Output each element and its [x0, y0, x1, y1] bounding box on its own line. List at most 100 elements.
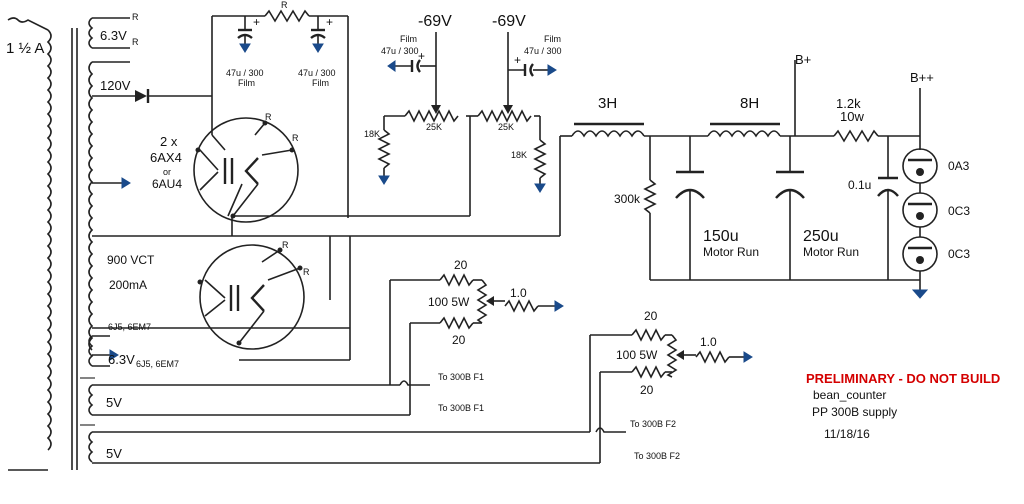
tube-envelope [199, 244, 305, 350]
ground-arrow-icon [378, 175, 390, 185]
resistor-r [264, 9, 310, 23]
warning-note: PRELIMINARY - DO NOT BUILD [806, 371, 1000, 386]
pot-100 [666, 334, 678, 378]
mains-lead [7, 17, 49, 31]
v5-b-label: 5V [106, 446, 122, 461]
bplusplus-label: B++ [910, 70, 934, 85]
f2a-label: To 300B F2 [630, 419, 676, 429]
r20-bottom [439, 316, 474, 330]
vr3-label: 0C3 [948, 247, 970, 261]
svg-text:+: + [418, 49, 425, 63]
pin-r-label: R [265, 112, 272, 122]
title-note: PP 300B supply [812, 405, 897, 419]
f1a-label: To 300B F1 [438, 372, 484, 382]
v5-a-label: 5V [106, 395, 122, 410]
choke2-label: 8H [740, 95, 759, 112]
pot-100 [476, 279, 488, 324]
cap-plate-curved [416, 59, 421, 73]
pot-wiper-icon [676, 350, 684, 360]
cap2-type: Film [312, 78, 329, 88]
vr-tube-0c3-2 [902, 236, 938, 272]
hum-balance-2: 20 20 100 5W 1.0 [589, 309, 753, 463]
heater-note-1: 6J5, 6EM7 [108, 322, 151, 332]
heater [204, 279, 226, 317]
secondary-winding-6v3 [88, 17, 94, 49]
choke-8h [707, 130, 781, 138]
resistor-18k-2 [533, 139, 547, 179]
bias-v1: -69V [418, 13, 452, 30]
pot1 [404, 109, 459, 123]
bias-cap1: 47u / 300 [381, 46, 419, 56]
hum2-rbot: 20 [640, 383, 654, 397]
r2-label: 18K [511, 150, 527, 160]
plate [244, 157, 259, 185]
ground-arrow-icon [387, 60, 396, 72]
heater [199, 149, 219, 191]
pin-r-label: R [282, 240, 289, 250]
hv-current-label: 200mA [109, 278, 147, 292]
hv-label: 900 VCT [107, 253, 155, 267]
choke-filter: 3H 8H B+ 1.2k 10w B++ 300k 150u Motor Ru… [559, 52, 970, 299]
pins [227, 122, 293, 217]
bias-supplies: -69V -69V Film 47u / 300 Film 47u / 300 … [364, 13, 562, 216]
secondary-winding-hv [88, 61, 94, 351]
r20-top [631, 328, 666, 342]
vr2-label: 0C3 [948, 204, 970, 218]
svg-text:+: + [326, 15, 333, 29]
c3-label: 0.1u [848, 178, 871, 192]
v63-bottom-label: 6.3V [108, 352, 135, 367]
plate [250, 284, 265, 312]
heater-r-label: R [132, 37, 139, 47]
c1-label: 150u [703, 228, 739, 245]
secondary-winding-5v-b [88, 431, 94, 463]
rectifier-qty: 2 x [160, 134, 178, 149]
rdrop-w-label: 10w [840, 109, 864, 124]
date-note: 11/18/16 [824, 427, 870, 441]
bias-v2: -69V [492, 13, 526, 30]
power-transformer: 1 ½ A [6, 17, 95, 471]
bias-film2: Film [544, 34, 561, 44]
pot2 [477, 109, 532, 123]
bleeder-label: 300k [614, 192, 641, 206]
resistor-18k-1 [377, 129, 391, 169]
pot1-label: 25K [426, 122, 442, 132]
ground-arrow-icon [312, 43, 324, 53]
r20-top [439, 273, 474, 287]
bias-film1: Film [400, 34, 417, 44]
pot-wiper-icon [486, 296, 494, 306]
f2b-label: To 300B F2 [634, 451, 680, 461]
svg-text:+: + [514, 53, 521, 67]
top-filter: R + 47u / 300 Film + 47u / 300 Film [212, 0, 349, 218]
bias-cap2: 47u / 300 [524, 46, 562, 56]
ground-arrow-icon [911, 289, 929, 299]
pin-r-label: R [292, 133, 299, 143]
choke1-label: 3H [598, 95, 617, 112]
secondary-taps: R R 6.3V 120V 900 VCT 200mA 6J5, 6EM7 6.… [92, 12, 600, 464]
diode-icon [135, 90, 147, 102]
pins [238, 249, 301, 344]
cap-plate-curved [529, 63, 534, 77]
rectifier-alt: 6AU4 [152, 177, 182, 191]
r-1-0 [695, 350, 730, 364]
ground-arrow-icon [121, 177, 131, 189]
hum1-rout: 1.0 [510, 286, 527, 300]
r-1-0 [504, 299, 539, 313]
vr-tube-0c3-1 [902, 192, 938, 228]
primary-winding [46, 29, 52, 451]
pin-r-label: R [303, 267, 310, 277]
secondary-winding-5v-a [88, 384, 94, 416]
fuse-label: 1 ½ A [6, 40, 44, 57]
bplus-label: B+ [795, 52, 811, 67]
resistor-r-label: R [281, 0, 288, 10]
rectifier-tube: 6AX4 [150, 150, 182, 165]
vr1-label: 0A3 [948, 159, 970, 173]
hum1-rtop: 20 [454, 258, 468, 272]
secondary-winding-6v3-b [88, 335, 94, 367]
tube-envelope [193, 117, 299, 223]
vr-tube-0a3 [902, 148, 938, 184]
f1b-label: To 300B F1 [438, 403, 484, 413]
heater-note-2: 6J5, 6EM7 [136, 359, 179, 369]
ground-arrow-icon [109, 349, 119, 361]
hum2-pot: 100 5W [616, 348, 658, 362]
